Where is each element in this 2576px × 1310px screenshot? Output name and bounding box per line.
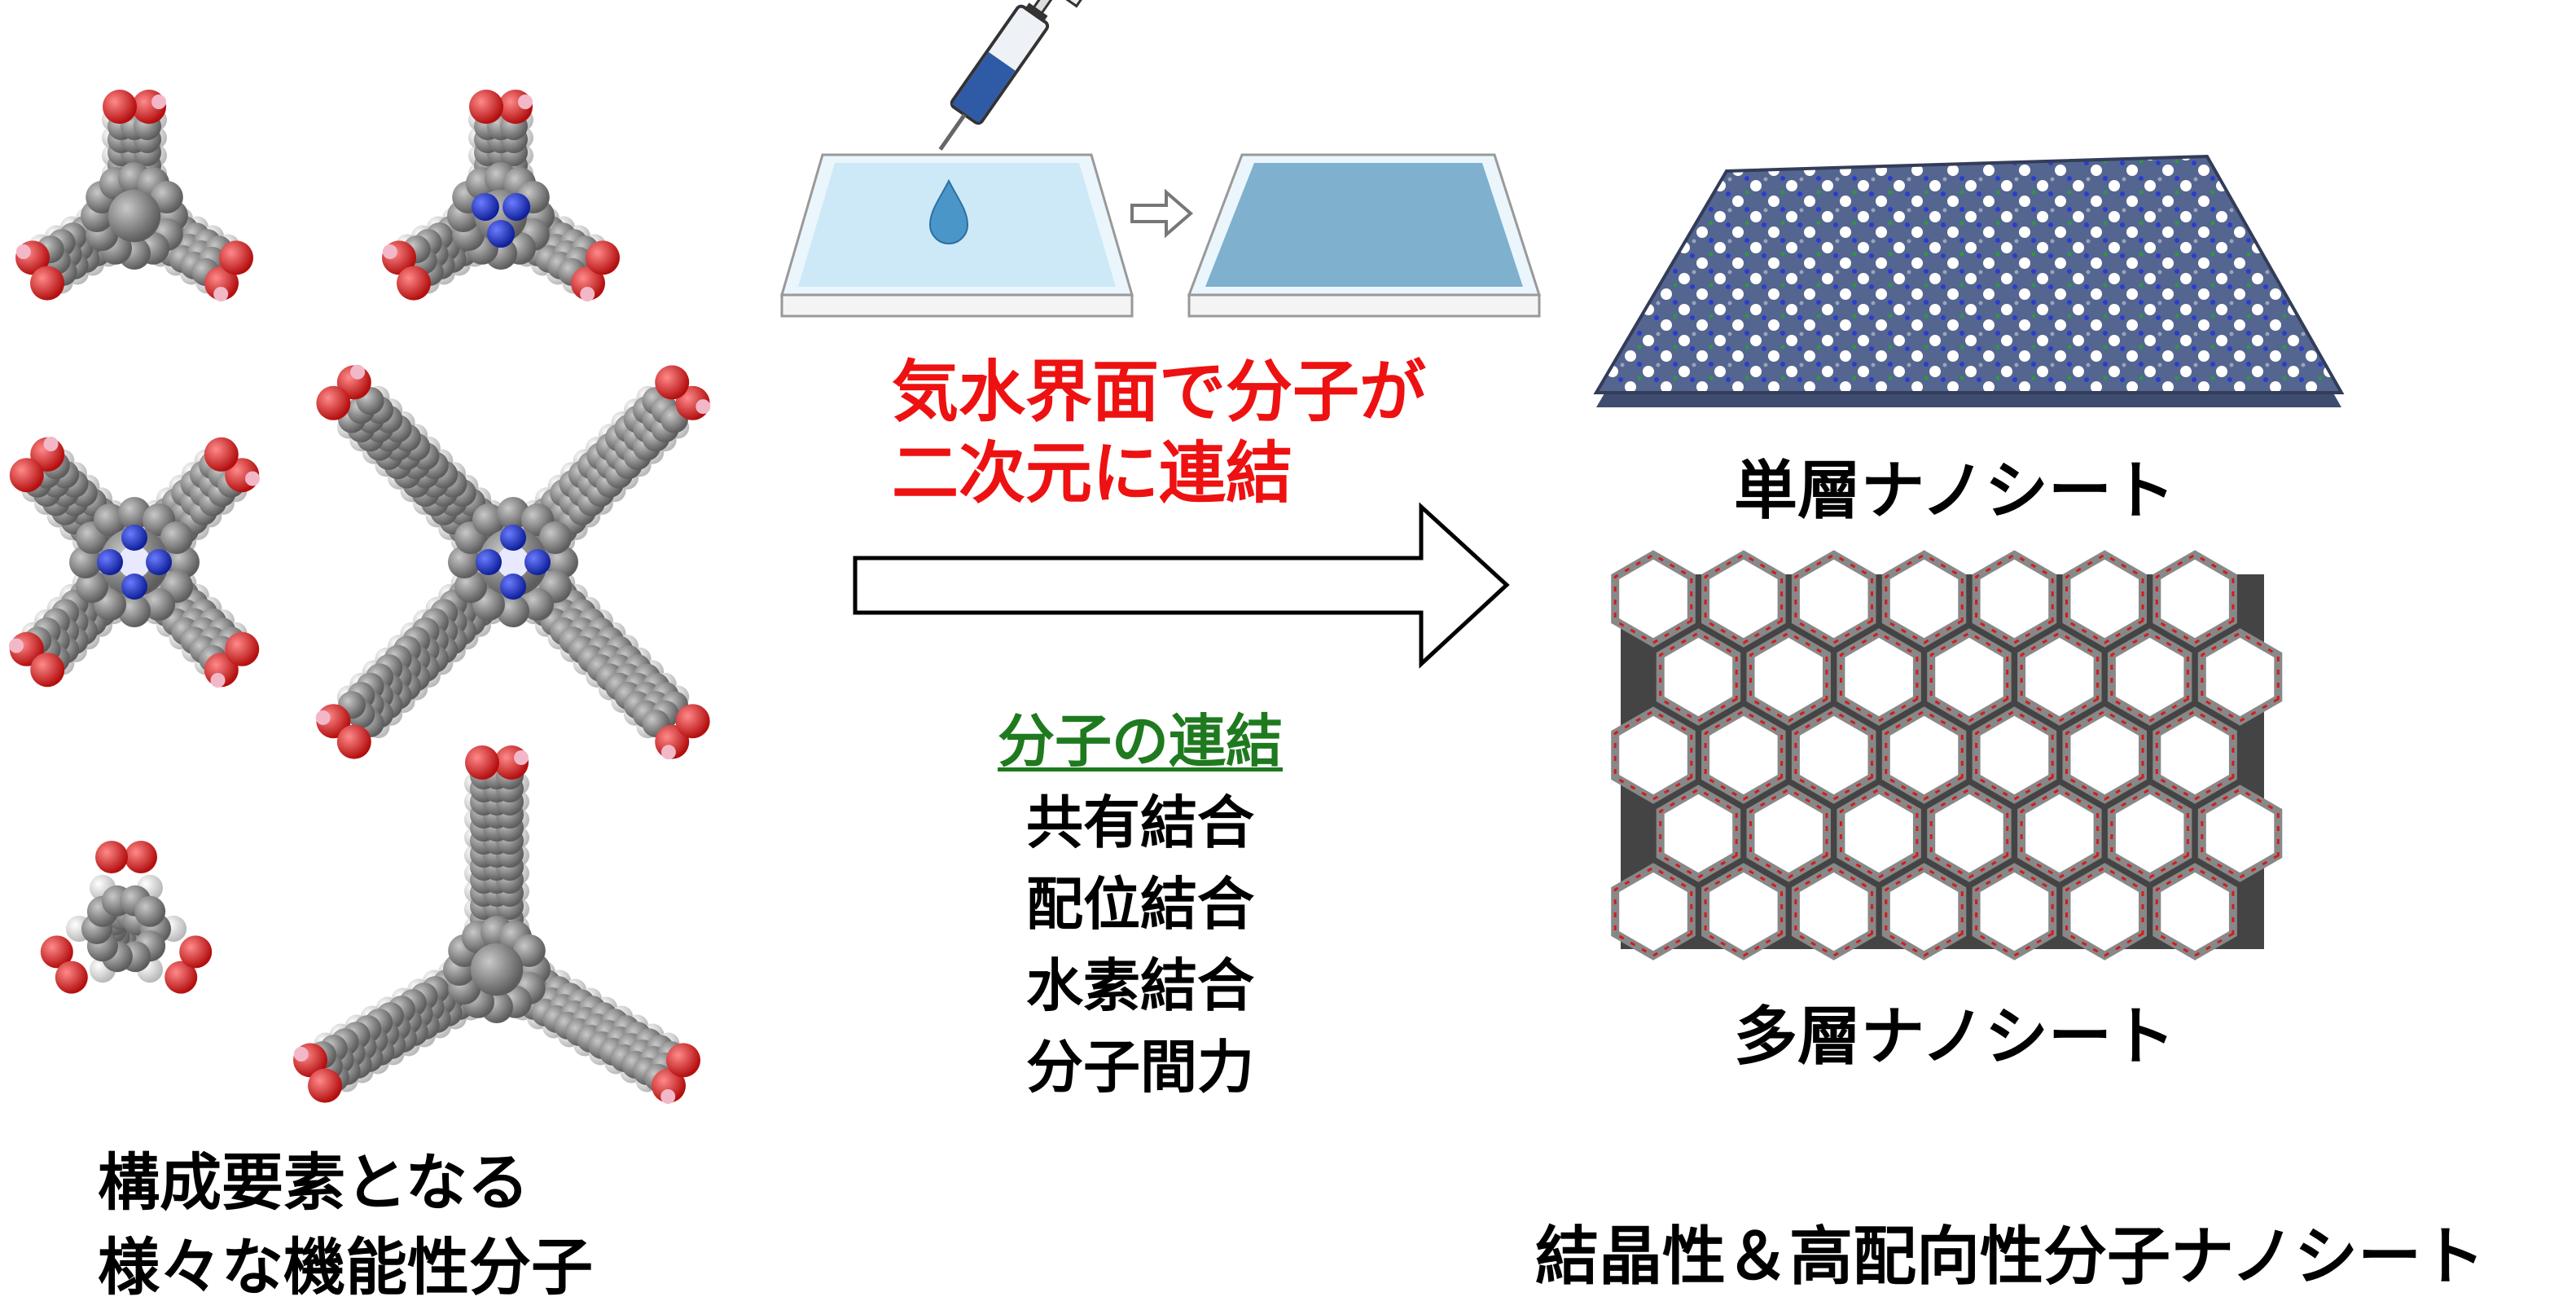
molecule-triphenylene-acid bbox=[40, 841, 213, 994]
result-title: 結晶性＆高配向性分子ナノシート bbox=[1535, 1220, 2486, 1294]
building-block-molecules bbox=[9, 90, 711, 1104]
multilayer-label: 多層ナノシート bbox=[1733, 1000, 2176, 1074]
reaction-arrow bbox=[853, 502, 1510, 669]
linkage-type-coordination: 配位結合 bbox=[1026, 871, 1254, 938]
multilayer-nanosheet bbox=[1611, 550, 2283, 961]
building-blocks-caption-line1: 構成要素となる bbox=[98, 1146, 529, 1219]
linkage-type-covalent: 共有結合 bbox=[1026, 789, 1254, 856]
linkage-heading: 分子の連結 bbox=[998, 708, 1283, 775]
syringe-icon bbox=[938, 0, 1085, 151]
building-blocks-caption: 構成要素となる 様々な機能性分子 bbox=[98, 1141, 593, 1310]
water-trough-right-film bbox=[1187, 153, 1542, 318]
building-blocks-caption-line2: 様々な機能性分子 bbox=[98, 1231, 593, 1303]
process-description-line2: 二次元に連結 bbox=[892, 435, 1293, 512]
molecule-tricarboxylic-acid bbox=[15, 90, 253, 301]
process-description-line1: 気水界面で分子が bbox=[892, 354, 1427, 431]
process-description: 気水界面で分子が 二次元に連結 bbox=[892, 352, 1426, 515]
linkage-types-list: 分子の連結 共有結合 配位結合 水素結合 分子間力 bbox=[977, 701, 1303, 1108]
molecule-porphyrin-extended bbox=[315, 364, 711, 760]
monolayer-label: 単層ナノシート bbox=[1733, 455, 2176, 528]
molecule-porphyrin-small bbox=[9, 437, 260, 688]
monolayer-nanosheet bbox=[1593, 154, 2345, 407]
molecule-triazine-acid bbox=[382, 90, 620, 301]
water-trough-left bbox=[780, 153, 1134, 318]
linkage-type-hydrogen: 水素結合 bbox=[1026, 952, 1254, 1019]
process-arrow-icon bbox=[1130, 188, 1194, 239]
molecule-extended-tripod bbox=[293, 745, 700, 1104]
linkage-type-intermolecular: 分子間力 bbox=[1026, 1034, 1254, 1101]
